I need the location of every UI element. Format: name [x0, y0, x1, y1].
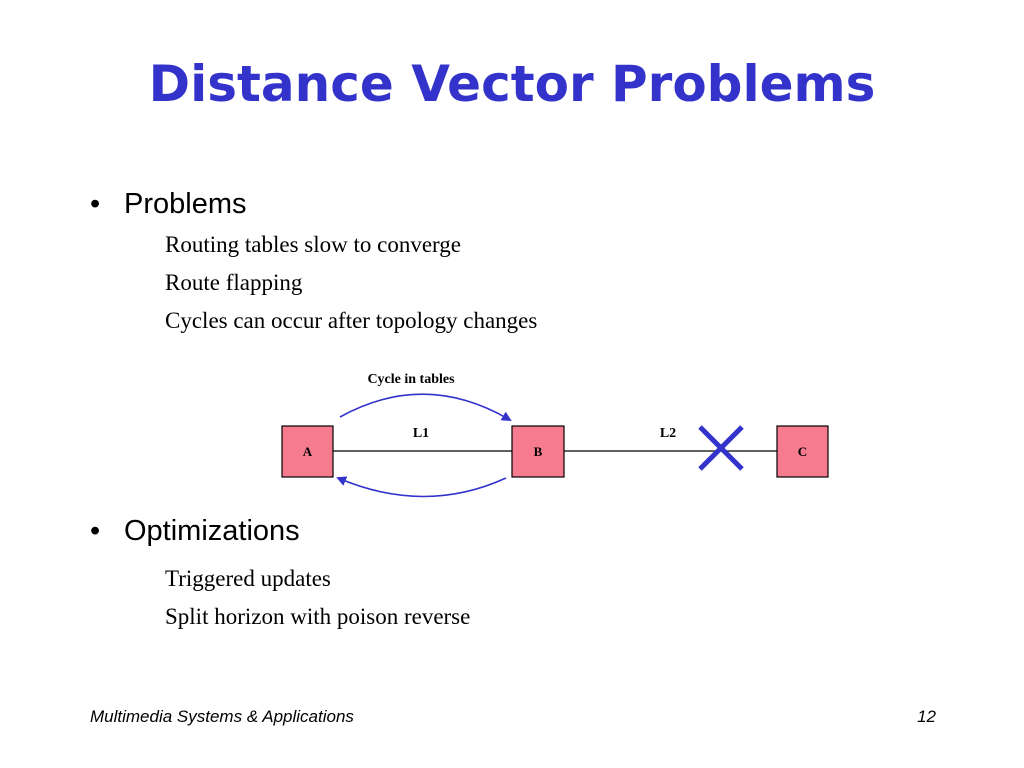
sub-item-cycles: Cycles can occur after topology changes: [165, 308, 538, 333]
link-label-l2: L2: [660, 426, 676, 441]
bullet-icon: •: [90, 515, 101, 547]
cycle-diagram: Cycle in tables L1 L2 A B C: [281, 372, 829, 498]
link-label-l1: L1: [413, 426, 429, 441]
node-b: [511, 425, 565, 478]
footer-page-number: 12: [917, 707, 936, 726]
cycle-arrow-top: [339, 393, 512, 422]
sub-item-slow-converge: Routing tables slow to converge: [165, 232, 461, 257]
sub-item-triggered-updates: Triggered updates: [165, 566, 331, 591]
node-label-b: B: [534, 444, 543, 459]
node-label-c: C: [798, 444, 807, 459]
link-break-x-icon: [698, 425, 744, 471]
sub-item-split-horizon: Split horizon with poison reverse: [165, 604, 471, 629]
footer-course-title: Multimedia Systems & Applications: [90, 707, 354, 726]
node-a: [281, 425, 334, 478]
sub-item-route-flapping: Route flapping: [165, 270, 303, 295]
section-heading-problems: Problems: [124, 188, 247, 220]
slide-title: Distance Vector Problems: [148, 55, 876, 113]
bullet-optimizations: • Optimizations: [90, 513, 300, 549]
cycle-arrow-bottom: [336, 476, 507, 498]
node-c: [776, 425, 829, 478]
bullet-icon: •: [90, 188, 101, 220]
diagram-caption: Cycle in tables: [367, 372, 455, 387]
node-label-a: A: [303, 444, 313, 459]
bullet-problems: • Problems: [90, 186, 247, 222]
section-heading-optimizations: Optimizations: [124, 515, 300, 547]
